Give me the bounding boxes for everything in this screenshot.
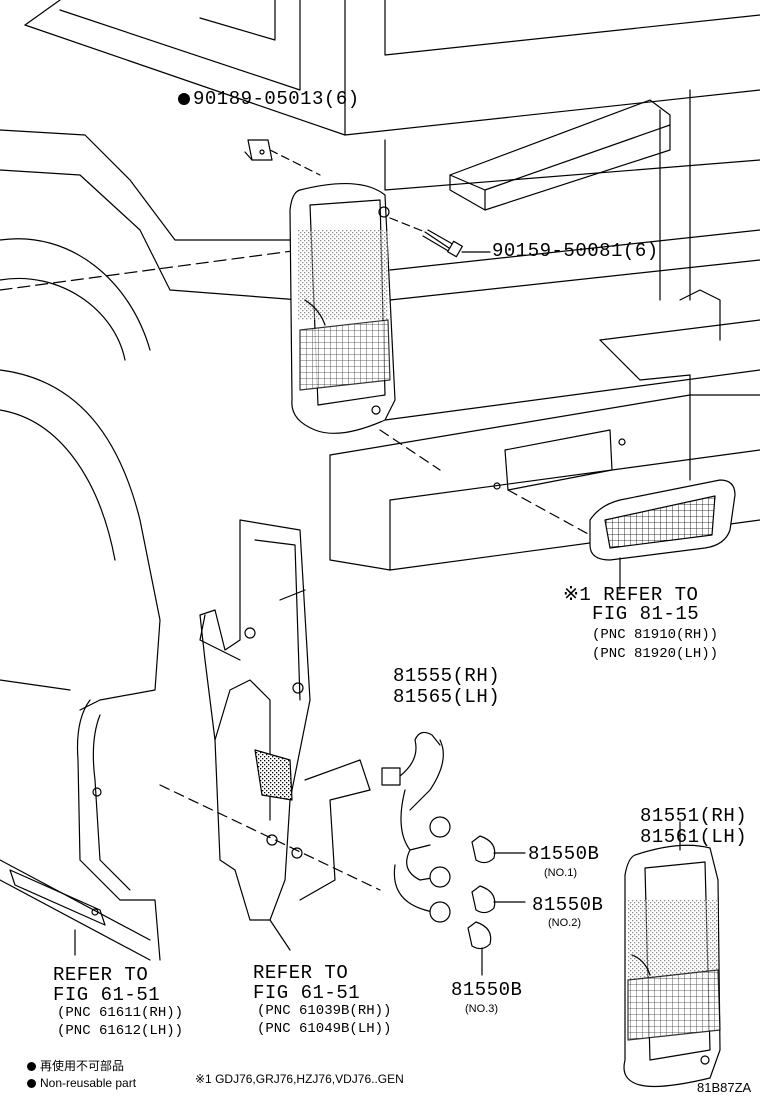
bulbs xyxy=(467,835,526,976)
applicability-note: ※1 GDJ76,GRJ76,HZJ76,VDJ76..GEN xyxy=(195,1072,404,1086)
legend-non-reusable-en: Non-reusable part xyxy=(27,1076,136,1091)
bullet-icon xyxy=(27,1079,36,1089)
refer-license-lamp-fig: FIG 81-15 xyxy=(592,603,700,625)
bullet-icon xyxy=(27,1062,36,1072)
license-plate-lamp xyxy=(589,479,736,591)
non-reusable-marker-icon xyxy=(178,93,190,105)
refer-inner-panel: REFER TO xyxy=(253,962,349,984)
part-label-90189-05013: 90189-05013(6) xyxy=(193,88,360,110)
refer-license-lamp-pnc-rh: (PNC 81910(RH)) xyxy=(592,627,719,643)
figure-id: 81B87ZA xyxy=(697,1080,752,1095)
refer-quarter-panel-fig: FIG 61-51 xyxy=(53,984,161,1006)
socket-and-wire xyxy=(381,731,451,923)
legend-non-reusable-jp: 再使用不可部品 xyxy=(27,1059,124,1074)
refer-inner-panel-pnc-lh: (PNC 61049B(LH)) xyxy=(257,1021,392,1037)
refer-inner-panel-fig: FIG 61-51 xyxy=(253,982,361,1004)
clip xyxy=(244,139,321,176)
refer-license-lamp: ※1 REFER TO xyxy=(563,584,699,606)
part-label-81550b-no3: 81550B xyxy=(451,979,523,1001)
part-label-81561: 81561(LH) xyxy=(640,826,748,848)
part-label-81550b-no1: 81550B xyxy=(528,843,600,865)
part-label-81565: 81565(LH) xyxy=(393,686,501,708)
bulb-note-no1: (NO.1) xyxy=(544,867,577,879)
refer-license-lamp-pnc-lh: (PNC 81920(LH)) xyxy=(592,646,719,662)
vehicle-body-outline xyxy=(0,0,760,571)
refer-quarter-panel-pnc-lh: (PNC 61612(LH)) xyxy=(57,1023,184,1039)
bulb-note-no3: (NO.3) xyxy=(465,1003,498,1015)
refer-quarter-panel-pnc-rh: (PNC 61611(RH)) xyxy=(57,1005,184,1021)
part-label-90159-50081: 90159-50081(6) xyxy=(492,240,659,262)
marker-lamp xyxy=(449,99,671,211)
refer-quarter-panel: REFER TO xyxy=(53,964,149,986)
part-label-81550b-no2: 81550B xyxy=(532,894,604,916)
legend-en-text: Non-reusable part xyxy=(40,1076,137,1090)
part-label-81555: 81555(RH) xyxy=(393,665,501,687)
lamp-housing-bracket xyxy=(159,519,381,951)
legend-jp-text: 再使用不可部品 xyxy=(40,1059,125,1073)
part-label-81551: 81551(RH) xyxy=(640,805,748,827)
quarter-panel xyxy=(0,369,161,961)
rear-combination-lamp-lens xyxy=(623,821,721,1088)
rear-combination-lamp-installed xyxy=(289,183,396,434)
bulb-note-no2: (NO.2) xyxy=(548,917,581,929)
refer-inner-panel-pnc-rh: (PNC 61039B(RH)) xyxy=(257,1003,392,1019)
screw xyxy=(389,217,491,258)
